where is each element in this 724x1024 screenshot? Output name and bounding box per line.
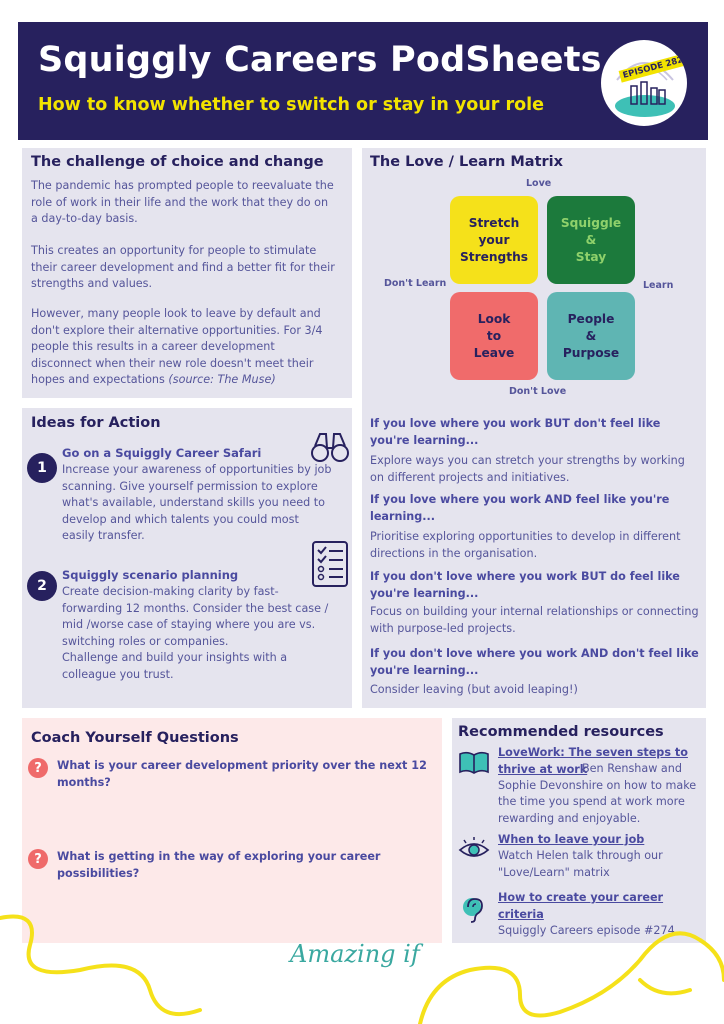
challenge-panel: The challenge of choice and change The p… (22, 148, 352, 398)
challenge-paragraph-3-text: However, many people look to leave by de… (31, 307, 323, 386)
axis-label-right: Learn (643, 280, 674, 291)
idea-text-1: Increase your awareness of opportunities… (62, 463, 332, 542)
idea-number-2: 2 (27, 571, 57, 601)
resource-link-1[interactable]: LoveWork: The seven steps to thrive at w… (498, 746, 688, 776)
coach-question-1: What is your career development priority… (57, 759, 427, 789)
resource-desc-3: Squiggly Careers episode #274 (498, 924, 675, 937)
matrix-question-3: If you don't love where you work BUT do … (370, 570, 680, 600)
idea-title-2: Squiggly scenario planning (62, 568, 239, 582)
matrix-answer-4: Consider leaving (but avoid leaping!) (370, 683, 578, 696)
binoculars-icon (311, 433, 349, 462)
ideas-heading: Ideas for Action (31, 415, 161, 431)
header-banner: Squiggly Careers PodSheets How to know w… (18, 22, 708, 140)
quadrant-people-purpose: People&Purpose (547, 292, 635, 380)
coach-question-2: What is getting in the way of exploring … (57, 850, 381, 880)
matrix-answer-2: Prioritise exploring opportunities to de… (370, 530, 681, 560)
question-icon: ? (28, 849, 48, 869)
resource-link-2[interactable]: When to leave your job (498, 833, 645, 846)
matrix-question-4: If you don't love where you work AND don… (370, 647, 699, 677)
matrix-question-1: If you love where you work BUT don't fee… (370, 417, 661, 447)
episode-illustration-icon (615, 62, 675, 117)
axis-label-left: Don't Learn (384, 278, 447, 289)
page-title: Squiggly Careers PodSheets (38, 40, 602, 80)
quadrant-label: People&Purpose (562, 311, 620, 360)
question-icon: ? (28, 758, 48, 778)
challenge-source: (source: The Muse) (168, 373, 276, 386)
resources-heading: Recommended resources (458, 724, 664, 740)
resource-desc-1: Ben Renshaw and Sophie Devonshire on how… (498, 762, 697, 825)
matrix-question-2: If you love where you work AND feel like… (370, 493, 670, 523)
resource-link-3[interactable]: How to create your career criteria (498, 891, 664, 921)
ear-icon (463, 898, 483, 923)
page-subtitle: How to know whether to switch or stay in… (38, 95, 545, 115)
matrix-answer-1: Explore ways you can stretch your streng… (370, 454, 685, 484)
challenge-paragraph-1: The pandemic has prompted people to reev… (31, 179, 334, 225)
eye-icon (458, 837, 490, 857)
quadrant-squiggle-stay: Squiggle&Stay (547, 196, 635, 284)
coach-heading: Coach Yourself Questions (31, 730, 239, 746)
episode-badge: EPISODE 282 (601, 40, 687, 126)
challenge-heading: The challenge of choice and change (31, 154, 324, 170)
idea-title-1: Go on a Squiggly Career Safari (62, 446, 262, 460)
idea-number-1: 1 (27, 453, 57, 483)
axis-label-bottom: Don't Love (509, 386, 567, 397)
matrix-answer-3: Focus on building your internal relation… (370, 605, 699, 635)
resources-panel: Recommended resources LoveWork: The seve… (452, 718, 706, 943)
checklist-icon (312, 541, 348, 587)
quadrant-label: Squiggle&Stay (560, 215, 622, 264)
challenge-paragraph-3: However, many people look to leave by de… (31, 306, 336, 389)
resource-desc-2: Watch Helen talk through our "Love/Learn… (498, 849, 663, 879)
idea-text-2: Create decision-making clarity by fast-f… (62, 585, 329, 648)
amazing-if-logo: Amazing if (290, 940, 420, 968)
book-icon (459, 751, 489, 774)
challenge-paragraph-2: This creates an opportunity for people t… (31, 244, 335, 290)
yellow-squiggle-decoration (0, 914, 724, 1024)
coach-panel: Coach Yourself Questions ? What is your … (22, 718, 442, 943)
ideas-panel: Ideas for Action 1 Go on a Squiggly Care… (22, 408, 352, 708)
matrix-panel: The Love / Learn Matrix Love Don't Love … (362, 148, 706, 708)
idea-text-2b: Challenge and build your insights with a… (62, 651, 288, 681)
matrix-heading: The Love / Learn Matrix (370, 154, 563, 170)
axis-label-top: Love (526, 178, 552, 189)
